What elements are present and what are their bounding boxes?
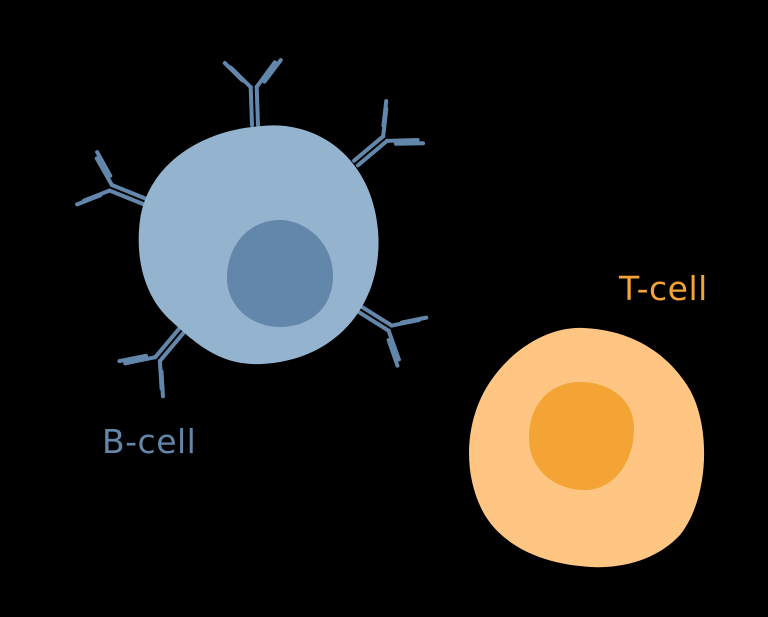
b-cell-label: B-cell xyxy=(102,422,197,461)
t-cell-nucleus xyxy=(528,382,635,490)
t-cell-label: T-cell xyxy=(619,269,708,308)
antibody-icon xyxy=(225,60,283,126)
b-cell-nucleus xyxy=(226,219,334,327)
